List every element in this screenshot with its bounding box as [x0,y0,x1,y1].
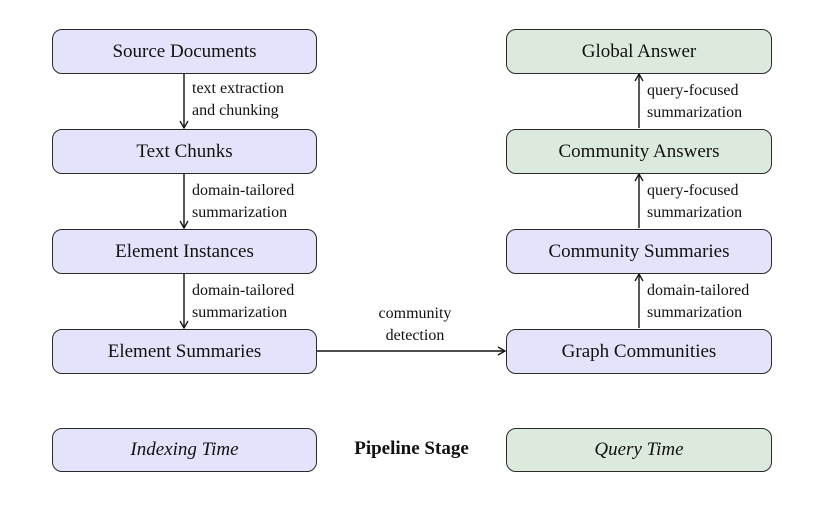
graph-communities-node: Graph Communities [506,329,772,374]
edge-label-query-focused-2: query-focused summarization [647,182,743,221]
global-answer-node: Global Answer [506,29,772,74]
edge-label-domain-tailored-1: domain-tailored summarization [192,182,295,221]
edge-label-domain-tailored-2: domain-tailored summarization [192,282,295,321]
legend-indexing-time-label: Indexing Time [130,439,239,460]
edge-label-community-detection: community detection [378,305,452,344]
element-instances-node: Element Instances [52,229,317,274]
text-chunks-node: Text Chunks [52,129,317,174]
element-summaries-node: Element Summaries [52,329,317,374]
graph-communities-label: Graph Communities [561,340,717,362]
edge-label-domain-tailored-3: domain-tailored summarization [647,282,750,321]
global-answer-label: Global Answer [581,40,697,62]
legend-query-time: Query Time [506,428,772,472]
element-summaries-label: Element Summaries [107,340,262,362]
element-instances-label: Element Instances [115,240,254,262]
community-summaries-node: Community Summaries [506,229,772,274]
community-answers-node: Community Answers [506,129,772,174]
text-chunks-label: Text Chunks [136,140,233,162]
legend-query-time-label: Query Time [594,439,684,460]
edge-label-text-extraction: text extraction and chunking [192,80,284,119]
community-summaries-label: Community Summaries [548,240,730,262]
community-answers-label: Community Answers [558,140,720,162]
edge-label-query-focused-1: query-focused summarization [647,82,743,121]
source-documents-label: Source Documents [112,40,257,62]
source-documents-node: Source Documents [52,29,317,74]
legend-pipeline-stage: Pipeline Stage [354,438,469,459]
legend-indexing-time: Indexing Time [52,428,317,472]
